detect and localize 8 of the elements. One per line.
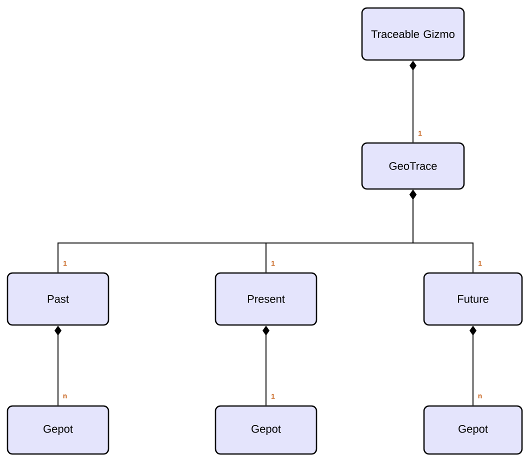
class-box: Gepot <box>214 405 318 455</box>
class-box: Present <box>214 272 318 326</box>
class-box: Traceable Gizmo <box>361 7 465 61</box>
class-box: Past <box>6 272 110 326</box>
class-box: GeoTrace <box>361 142 465 190</box>
class-box: Gepot <box>423 405 523 455</box>
class-box: Gepot <box>6 405 110 455</box>
class-box: Future <box>423 272 523 326</box>
